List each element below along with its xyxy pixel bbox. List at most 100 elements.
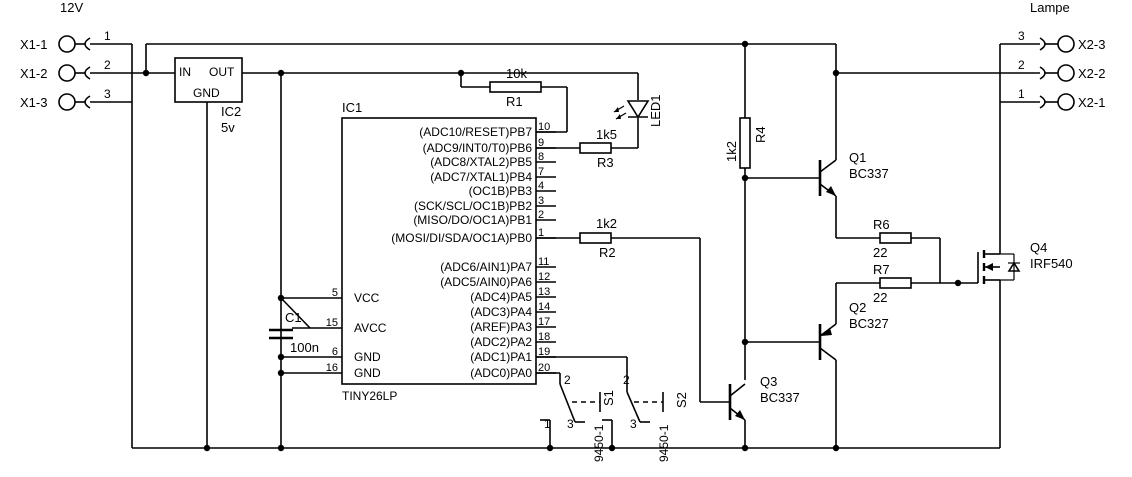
connector-terminal — [58, 64, 76, 82]
mcu-pin-number: 14 — [538, 301, 550, 313]
resistor-name: R4 — [753, 126, 768, 143]
resistor-name: R6 — [873, 217, 890, 232]
connector-label: X1-3 — [20, 95, 47, 110]
mcu-pin-label: VCC — [354, 291, 380, 305]
mcu-pin-number: 10 — [538, 121, 550, 133]
mcu-pin-label: (ADC3)PA4 — [470, 305, 532, 319]
pin-number: 1 — [104, 29, 111, 43]
mcu-pin-number: 17 — [538, 316, 550, 328]
resistor-name: R3 — [597, 155, 614, 170]
mcu-pin-number: 6 — [332, 346, 338, 358]
pin-number: 2 — [1018, 58, 1025, 72]
mcu-pin-label: (ADC4)PA5 — [470, 290, 532, 304]
transistor-part: IRF540 — [1030, 256, 1073, 271]
mcu-pin-number: 12 — [538, 271, 550, 283]
mcu-pin-number: 11 — [538, 256, 549, 268]
mcu-pin-number: 1 — [538, 227, 544, 239]
mcu-pin-label: (ADC10/RESET)PB7 — [419, 125, 532, 139]
switch-name: S2 — [674, 392, 689, 408]
switch-pin: 3 — [567, 417, 574, 431]
resistor-r4: 1k2 R4 — [724, 117, 768, 169]
switch-part: 9450-1 — [657, 424, 671, 462]
connector-label: X2-1 — [1078, 95, 1105, 110]
connector-terminal — [1057, 93, 1075, 111]
mcu-pin-label: (ADC8/XTAL2)PB5 — [430, 155, 532, 169]
connector-label: X2-2 — [1078, 66, 1105, 81]
mcu-pin-number: 13 — [538, 286, 550, 298]
resistor-value: 1k2 — [596, 216, 617, 231]
mcu-pin-label: (OC1B)PB3 — [469, 184, 533, 198]
switch-pin: 2 — [623, 373, 630, 387]
mcu-part: TINY26LP — [342, 389, 397, 403]
resistor-r2: 1k2 R2 — [579, 216, 617, 260]
mcu-pin-number: 18 — [538, 331, 550, 343]
transistor-name: Q3 — [760, 374, 777, 389]
supply-label: 12V — [60, 0, 83, 15]
regulator-value: 5v — [221, 120, 235, 135]
switch-pin: 1 — [544, 417, 551, 431]
switch-s1: 2 1 3 S1 9450-1 — [540, 373, 616, 462]
mcu-name: IC1 — [342, 100, 362, 115]
connector-terminal — [58, 93, 76, 111]
mcu-pin-number: 5 — [332, 287, 338, 299]
junctions — [142, 40, 962, 452]
voltage-regulator-ic2: IN OUT GND IC2 5v — [174, 57, 243, 135]
led-icon — [626, 100, 650, 119]
led-led1: LED1 — [613, 94, 663, 127]
supply-connector-x1: 12V X1-1 X1-2 X1-3 1 2 3 — [20, 0, 132, 111]
resistor-value: 10k — [506, 66, 527, 81]
mcu-pin-number: 9 — [538, 137, 544, 149]
led-name: LED1 — [648, 94, 663, 127]
mcu-pin-number: 8 — [538, 151, 544, 163]
pin-number: 1 — [1018, 87, 1025, 101]
resistor-name: R7 — [873, 262, 890, 277]
mcu-pin-label: (ADC6/AIN1)PA7 — [440, 260, 532, 274]
switch-s2: 2 3 S2 9450-1 — [602, 373, 689, 462]
switch-part: 9450-1 — [592, 424, 606, 462]
pin-number: 3 — [1018, 29, 1025, 43]
transistor-part: BC327 — [849, 316, 889, 331]
mcu-pin-label: (ADC2)PA2 — [470, 335, 532, 349]
lamp-label: Lampe — [1030, 0, 1070, 15]
transistor-part: BC337 — [849, 166, 889, 181]
capacitor-name: C1 — [285, 310, 302, 325]
mcu-pin-number: 4 — [538, 180, 544, 192]
mcu-pin-label: (ADC1)PA1 — [470, 350, 532, 364]
regulator-out-label: OUT — [209, 65, 235, 79]
capacitor-value: 100n — [290, 340, 319, 355]
regulator-gnd-label: GND — [193, 86, 220, 100]
mcu-pin-number: 15 — [326, 317, 338, 329]
resistor-value: 22 — [873, 245, 887, 260]
resistor-name: R2 — [599, 245, 616, 260]
resistor-value: 1k2 — [724, 141, 739, 162]
transistor-part: BC337 — [760, 390, 800, 405]
connector-label: X2-3 — [1078, 37, 1105, 52]
mcu-right-pins: 10(ADC10/RESET)PB79(ADC9/INT0/T0)PB68(AD… — [391, 121, 556, 380]
mcu-pin-label: GND — [354, 350, 381, 364]
mcu-pin-number: 20 — [538, 362, 550, 374]
mcu-pin-number: 16 — [326, 362, 338, 374]
regulator-in-label: IN — [179, 65, 191, 79]
connector-terminal — [1057, 64, 1075, 82]
wiring — [131, 43, 1040, 449]
resistor-value: 22 — [873, 290, 887, 305]
mcu-pin-label: GND — [354, 366, 381, 380]
mcu-pin-label: (MOSI/DI/SDA/OC1A)PB0 — [391, 231, 532, 245]
mcu-pin-label: (ADC7/XTAL1)PB4 — [430, 170, 532, 184]
mosfet-q4: Q4 IRF540 — [977, 240, 1073, 300]
mcu-pin-label: (ADC5/AIN0)PA6 — [440, 275, 532, 289]
resistor-r7: R7 22 — [873, 262, 912, 305]
mcu-pin-number: 3 — [538, 195, 544, 207]
mcu-pin-label: (AREF)PA3 — [470, 320, 532, 334]
pin-number: 3 — [104, 87, 111, 101]
regulator-name: IC2 — [221, 104, 241, 119]
transistor-name: Q4 — [1030, 240, 1047, 255]
resistor-name: R1 — [506, 94, 523, 109]
transistor-name: Q1 — [849, 150, 866, 165]
transistor-q3: Q3 BC337 — [728, 374, 800, 421]
resistor-r3: 1k5 R3 — [579, 127, 617, 170]
transistor-q2: Q2 BC327 — [818, 300, 889, 361]
